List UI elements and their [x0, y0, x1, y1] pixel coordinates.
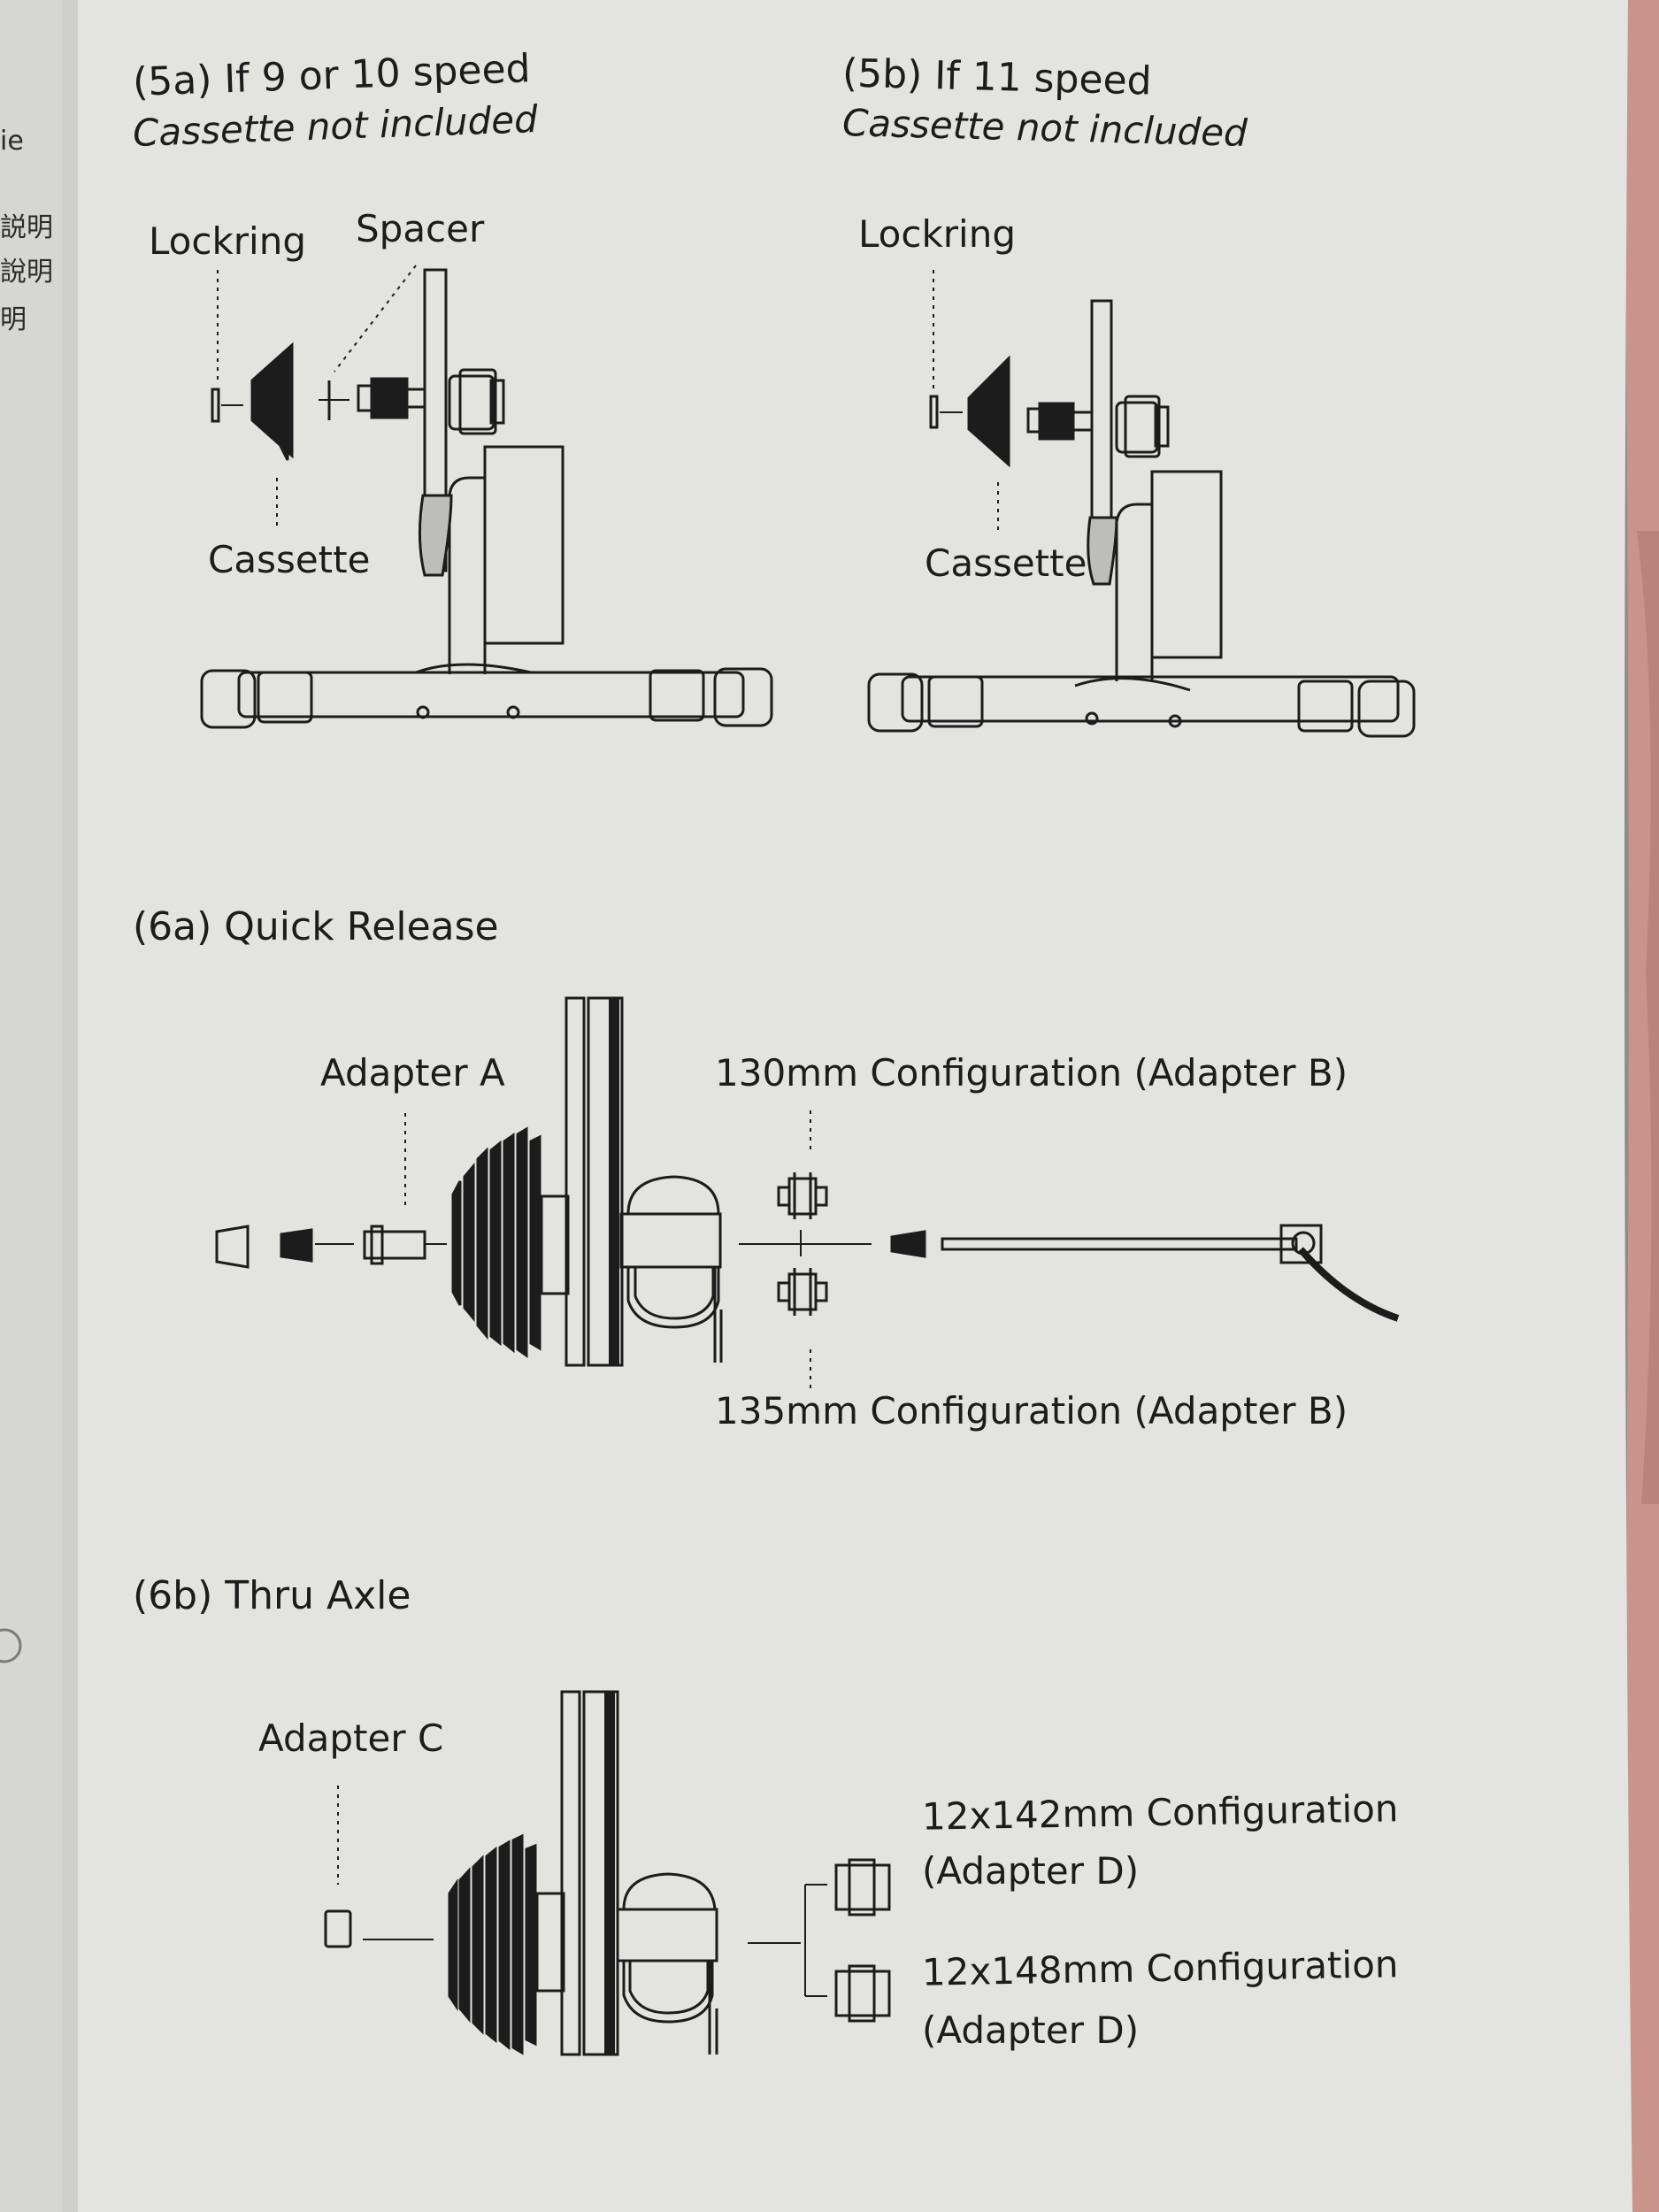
section-5b-title: (5b) If 11 speed — [841, 50, 1153, 104]
thru-axle-drawing — [324, 1690, 891, 2056]
left-page-text-3: 說明 — [0, 257, 53, 288]
adapter-c-label: Adapter C — [258, 1717, 444, 1760]
config-142-label-line1: 12x142mm Configuration — [921, 1786, 1399, 1839]
left-page-text-4: 明 — [0, 304, 27, 335]
lockring-label-5b: Lockring — [858, 212, 1016, 256]
section-6a-title: (6a) Quick Release — [133, 904, 499, 949]
left-page-text-1: ie — [0, 126, 24, 157]
trainer-5b-drawing — [867, 270, 1416, 738]
cassette-label-5a: Cassette — [208, 538, 371, 581]
lockring-label-5a: Lockring — [149, 219, 306, 263]
left-page-ring-icon — [0, 1628, 22, 1663]
section-6b-title: (6b) Thru Axle — [133, 1573, 411, 1618]
config-135-label: 135mm Configuration (Adapter B) — [715, 1389, 1348, 1432]
config-130-label: 130mm Configuration (Adapter B) — [715, 1051, 1348, 1094]
cassette-label-5b: Cassette — [925, 541, 1087, 585]
config-148-label-line2: (Adapter D) — [922, 2008, 1140, 2052]
config-142-label-line2: (Adapter D) — [922, 1849, 1140, 1893]
spacer-label: Spacer — [356, 207, 485, 250]
quick-release-drawing — [215, 996, 1400, 1389]
manual-page — [62, 0, 1632, 2212]
left-page-text-2: 説明 — [0, 212, 53, 243]
left-page-edge — [0, 0, 71, 2212]
adapter-a-label: Adapter A — [320, 1051, 505, 1094]
trainer-5a-drawing — [200, 265, 773, 729]
config-148-label-line1: 12x148mm Configuration — [921, 1942, 1399, 1994]
